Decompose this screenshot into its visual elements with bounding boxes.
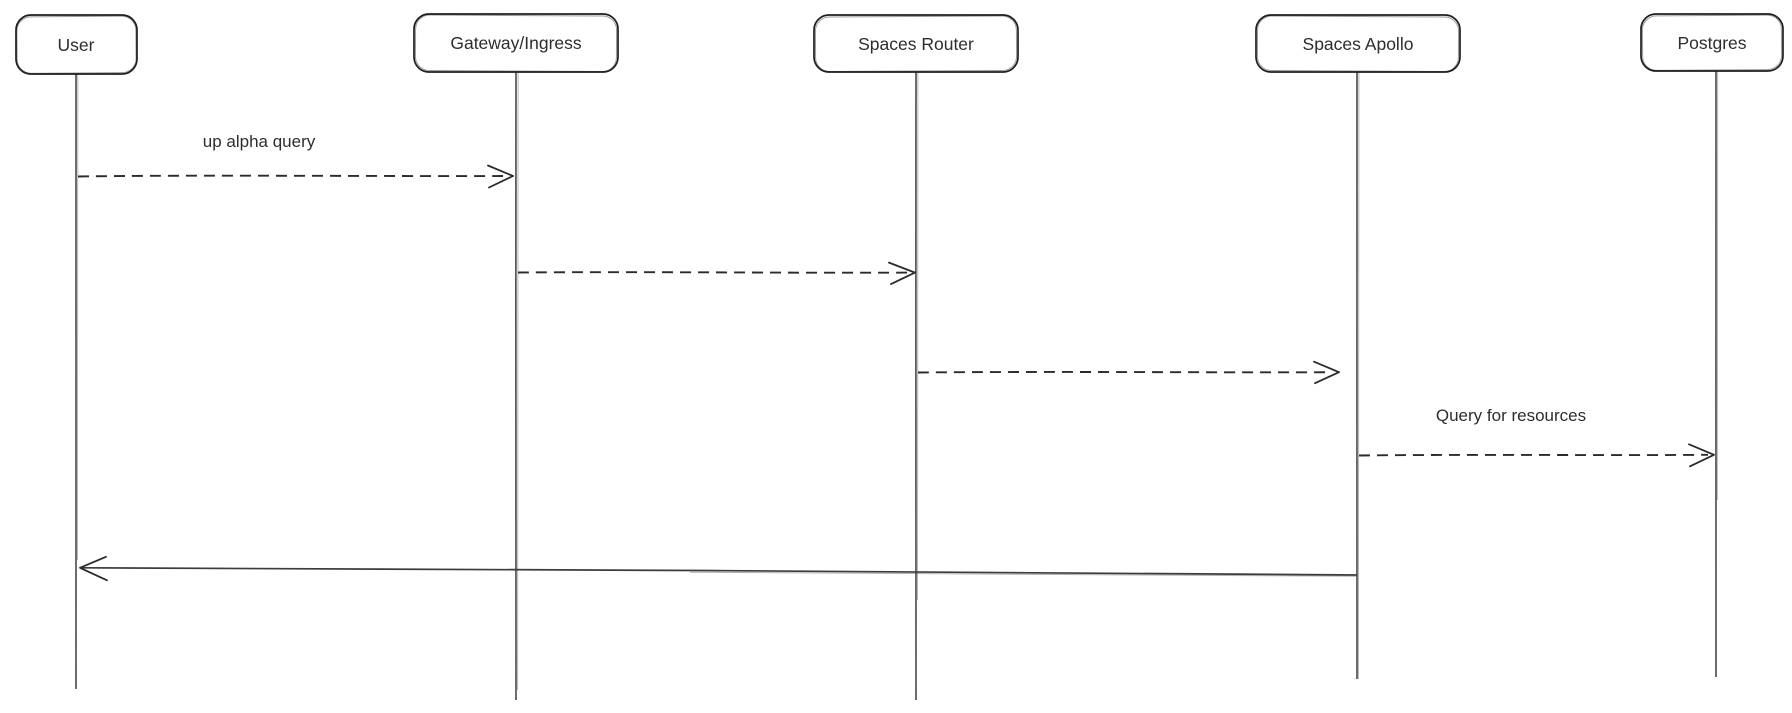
actor-label-apollo: Spaces Apollo [1303, 34, 1414, 54]
actor-box-gateway [413, 13, 619, 73]
message-line-5-echo [689, 571, 1358, 577]
actor-box-user [15, 14, 138, 75]
message-line-4 [1358, 453, 1709, 457]
actor-user: User [15, 14, 138, 75]
lifelines [75, 70, 1719, 701]
actor-label-gateway: Gateway/Ingress [450, 33, 582, 53]
actor-box-postgres [1640, 13, 1784, 72]
actor-box-apollo-echo [1256, 15, 1460, 73]
actor-label-router: Spaces Router [858, 34, 974, 54]
arrowhead-right-3 [1313, 360, 1340, 385]
message-line-5 [81, 566, 1358, 576]
message-apollo-to-postgres: Query for resources [1358, 406, 1715, 468]
actor-label-postgres: Postgres [1677, 33, 1746, 53]
actor-box-postgres-echo [1641, 14, 1783, 71]
message-apollo-to-user-return [79, 555, 1358, 582]
message-line-2 [517, 271, 909, 274]
actor-label-user: User [58, 35, 95, 55]
actors: User Gateway/Ingress Spaces Router Space… [15, 13, 1784, 75]
messages: up alpha query Query for resources [77, 132, 1715, 582]
arrowhead-left-5 [79, 555, 108, 582]
message-user-to-gateway: up alpha query [77, 132, 514, 189]
message-label-1: up alpha query [203, 132, 316, 151]
message-gateway-to-router [517, 261, 916, 285]
actor-box-apollo [1255, 14, 1461, 73]
actor-box-user-echo [16, 15, 137, 74]
message-label-4: Query for resources [1436, 406, 1586, 425]
actor-box-router [813, 14, 1019, 73]
actor-box-gateway-echo [414, 14, 618, 73]
lifeline-gateway-echo [517, 71, 519, 691]
actor-gateway-ingress: Gateway/Ingress [413, 13, 619, 73]
actor-spaces-apollo: Spaces Apollo [1255, 14, 1461, 73]
message-line-1 [77, 174, 507, 178]
lifeline-apollo-echo [1357, 71, 1360, 680]
arrowhead-right-1 [487, 164, 514, 189]
message-router-to-apollo [917, 360, 1340, 385]
arrowhead-right-2 [888, 261, 916, 285]
actor-spaces-router: Spaces Router [813, 14, 1019, 73]
message-line-3 [917, 371, 1333, 374]
arrowhead-right-4 [1688, 443, 1715, 468]
actor-box-router-echo [814, 15, 1018, 73]
actor-postgres: Postgres [1640, 13, 1784, 72]
